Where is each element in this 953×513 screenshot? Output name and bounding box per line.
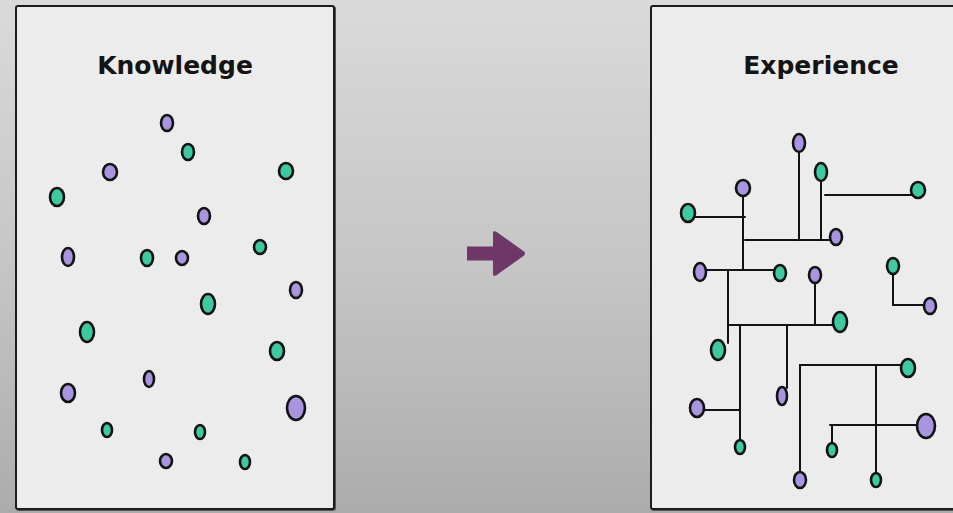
panel-box: Experience bbox=[650, 5, 953, 510]
purple-dot bbox=[924, 298, 936, 314]
purple-dot bbox=[103, 164, 117, 180]
purple-dot bbox=[830, 229, 842, 245]
teal-dot bbox=[254, 240, 266, 254]
purple-dot bbox=[144, 371, 154, 387]
network-line bbox=[742, 197, 744, 270]
panel-title: Knowledge bbox=[17, 51, 333, 80]
network-line bbox=[694, 216, 745, 218]
purple-dot bbox=[690, 399, 704, 417]
network-line bbox=[786, 325, 788, 388]
teal-dot bbox=[50, 188, 64, 206]
purple-dot bbox=[287, 396, 305, 420]
teal-dot bbox=[240, 455, 250, 469]
purple-dot bbox=[793, 134, 805, 152]
teal-dot bbox=[871, 473, 881, 487]
network-line bbox=[798, 152, 800, 240]
network-line bbox=[825, 194, 912, 196]
teal-dot bbox=[911, 182, 925, 198]
network-line bbox=[739, 325, 741, 440]
teal-dot bbox=[711, 340, 725, 360]
teal-dot bbox=[774, 265, 786, 281]
teal-dot bbox=[102, 423, 112, 437]
network-line bbox=[706, 269, 776, 271]
teal-dot bbox=[279, 163, 293, 179]
network-line bbox=[830, 424, 920, 426]
network-line bbox=[831, 425, 833, 443]
teal-dot bbox=[901, 359, 915, 377]
network-line bbox=[820, 180, 822, 240]
purple-dot bbox=[809, 267, 821, 283]
panel-title: Experience bbox=[652, 51, 953, 80]
purple-dot bbox=[176, 251, 188, 265]
teal-dot bbox=[681, 204, 695, 222]
teal-dot bbox=[833, 312, 847, 332]
purple-dot bbox=[198, 208, 210, 224]
dot-network bbox=[681, 134, 936, 488]
teal-dot bbox=[195, 425, 205, 439]
scattered-dots bbox=[50, 115, 305, 469]
teal-dot bbox=[80, 322, 94, 342]
teal-dot bbox=[735, 440, 745, 454]
teal-dot bbox=[827, 443, 837, 457]
teal-dot bbox=[815, 163, 827, 181]
purple-dot bbox=[290, 282, 302, 298]
teal-dot bbox=[887, 258, 899, 274]
purple-dot bbox=[161, 115, 173, 131]
purple-dot bbox=[61, 384, 75, 402]
purple-dot bbox=[794, 472, 806, 488]
network-line bbox=[893, 275, 924, 305]
teal-dot bbox=[270, 342, 284, 360]
network-line bbox=[745, 239, 832, 241]
purple-dot bbox=[917, 414, 935, 438]
panel-box: Knowledge bbox=[15, 5, 335, 510]
network-line bbox=[728, 324, 836, 326]
network-line bbox=[875, 365, 877, 472]
purple-dot bbox=[160, 454, 172, 468]
flow-arrow bbox=[467, 247, 494, 261]
teal-dot bbox=[182, 144, 194, 160]
teal-dot bbox=[201, 294, 215, 314]
teal-dot bbox=[141, 250, 153, 266]
network-line bbox=[799, 365, 801, 472]
purple-dot bbox=[62, 248, 74, 266]
network-line bbox=[814, 283, 816, 325]
network-line bbox=[703, 409, 740, 411]
network-line bbox=[800, 364, 903, 366]
purple-dot bbox=[736, 180, 750, 196]
purple-dot bbox=[694, 263, 706, 281]
network-line bbox=[727, 270, 729, 343]
purple-dot bbox=[777, 387, 787, 405]
